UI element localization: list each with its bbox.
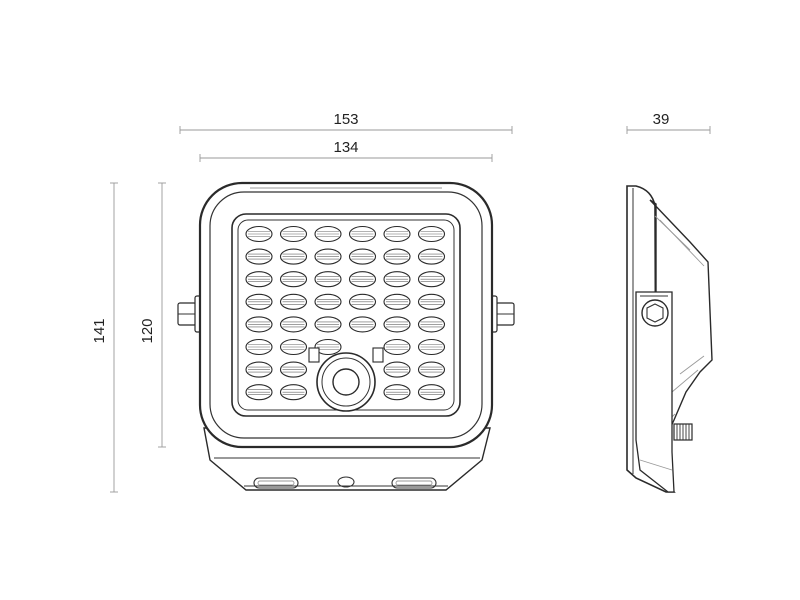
led-lens bbox=[417, 361, 446, 378]
dimension-width-inner: 134 bbox=[199, 139, 493, 162]
dimension-label-141: 141 bbox=[91, 318, 108, 343]
bracket-slot-right bbox=[391, 477, 437, 489]
front-view bbox=[177, 181, 515, 491]
led-lens bbox=[279, 384, 308, 401]
led-lens bbox=[417, 293, 446, 310]
led-lens bbox=[279, 338, 308, 356]
led-lens bbox=[245, 225, 273, 243]
dimension-depth: 39 bbox=[626, 111, 711, 134]
led-lens bbox=[383, 248, 411, 265]
housing-inner-rim bbox=[209, 191, 483, 439]
cable-gland bbox=[673, 423, 693, 441]
led-lens bbox=[383, 225, 411, 243]
led-lens bbox=[383, 271, 411, 288]
led-lens bbox=[417, 384, 446, 401]
led-lens bbox=[245, 293, 273, 310]
led-lens bbox=[383, 384, 411, 401]
dimension-label-153: 153 bbox=[333, 111, 358, 128]
bracket-hole bbox=[337, 476, 355, 488]
led-lens-grid bbox=[245, 225, 446, 401]
dimension-width-outer: 153 bbox=[179, 111, 513, 134]
sensor-lens bbox=[332, 368, 360, 396]
dimension-height-outer: 141 bbox=[91, 182, 118, 493]
dimension-label-120: 120 bbox=[139, 318, 156, 343]
led-lens bbox=[348, 248, 377, 265]
led-lens bbox=[417, 316, 446, 333]
led-lens bbox=[314, 293, 342, 310]
dimension-height-inner: 120 bbox=[139, 182, 166, 448]
led-lens bbox=[245, 361, 273, 378]
led-lens bbox=[348, 293, 377, 310]
led-lens bbox=[279, 248, 308, 265]
led-lens bbox=[383, 338, 411, 356]
led-lens bbox=[245, 338, 273, 356]
side-view bbox=[626, 185, 713, 493]
led-lens bbox=[417, 225, 446, 243]
led-lens bbox=[314, 225, 342, 243]
led-lens bbox=[279, 361, 308, 378]
led-lens bbox=[383, 361, 411, 378]
led-lens bbox=[279, 316, 308, 333]
led-lens bbox=[417, 248, 446, 265]
led-lens bbox=[245, 271, 273, 288]
led-lens bbox=[245, 384, 273, 401]
dimension-label-39: 39 bbox=[653, 111, 670, 128]
led-lens bbox=[245, 316, 273, 333]
led-lens bbox=[383, 316, 411, 333]
motion-sensor bbox=[308, 347, 384, 412]
led-lens bbox=[314, 338, 342, 356]
dimension-label-134: 134 bbox=[333, 139, 358, 156]
led-lens bbox=[279, 293, 308, 310]
led-lens bbox=[314, 271, 342, 288]
led-lens bbox=[314, 316, 342, 333]
side-bolt-head bbox=[641, 299, 669, 327]
led-lens bbox=[245, 248, 273, 265]
led-lens bbox=[279, 225, 308, 243]
led-lens bbox=[383, 293, 411, 310]
led-lens bbox=[348, 271, 377, 288]
led-lens bbox=[314, 248, 342, 265]
led-lens bbox=[417, 338, 446, 356]
led-lens bbox=[279, 271, 308, 288]
led-lens bbox=[348, 316, 377, 333]
led-lens bbox=[348, 225, 377, 243]
bracket-slot-left bbox=[253, 477, 299, 489]
led-lens bbox=[417, 271, 446, 288]
